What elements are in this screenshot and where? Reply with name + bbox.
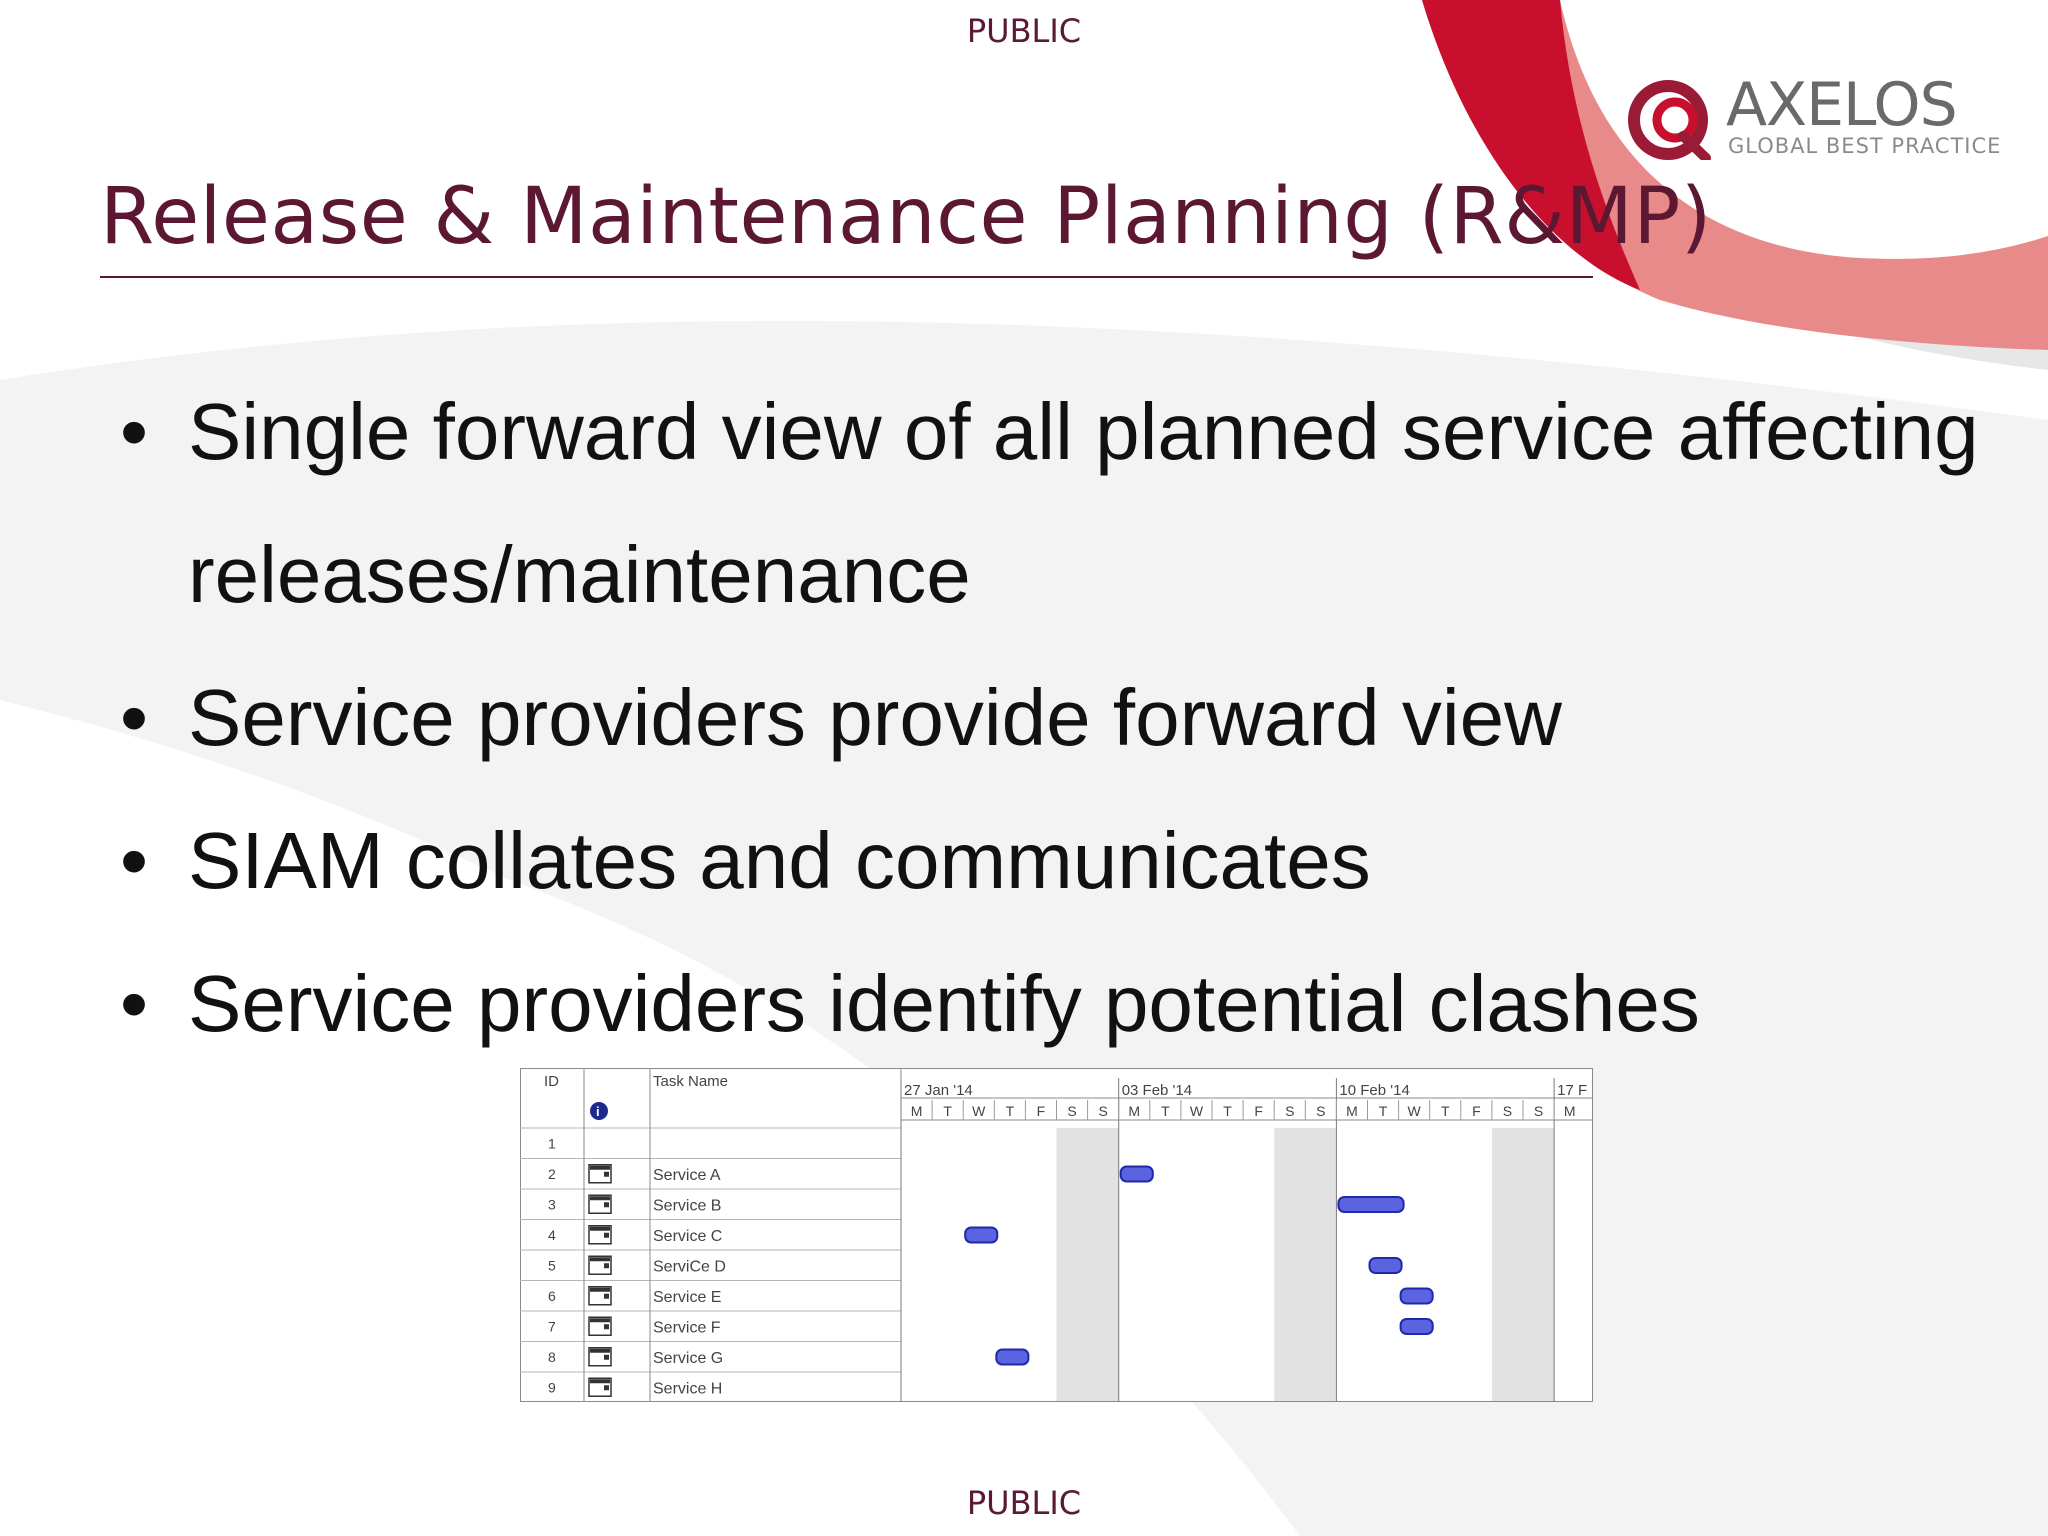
gantt-task-name: Service H bbox=[653, 1380, 722, 1397]
gantt-weekend-shade bbox=[1087, 1128, 1119, 1401]
gantt-bar bbox=[1399, 1287, 1434, 1305]
gantt-day-label: F bbox=[1037, 1103, 1046, 1119]
calendar-icon-header bbox=[590, 1196, 610, 1201]
gantt-week-label: 10 Feb '14 bbox=[1339, 1082, 1409, 1099]
bullet-item: SIAM collates and communicates bbox=[120, 789, 2000, 932]
info-icon-glyph: i bbox=[596, 1104, 600, 1119]
calendar-icon-mark bbox=[604, 1232, 609, 1238]
gantt-bar bbox=[995, 1348, 1030, 1366]
gantt-day-label: S bbox=[1067, 1103, 1076, 1119]
gantt-weekend-shade bbox=[1305, 1128, 1337, 1401]
gantt-weekend-shade bbox=[1523, 1128, 1555, 1401]
bullet-item: Service providers provide forward view bbox=[120, 646, 2000, 789]
gantt-task-name: Service B bbox=[653, 1197, 721, 1214]
calendar-icon-header bbox=[590, 1379, 610, 1384]
gantt-day-label: M bbox=[1128, 1103, 1140, 1119]
gantt-day-label: S bbox=[1285, 1103, 1294, 1119]
calendar-icon-header bbox=[590, 1165, 610, 1170]
gantt-task-name: Service A bbox=[653, 1167, 721, 1184]
gantt-day-label: M bbox=[911, 1103, 923, 1119]
calendar-icon-mark bbox=[604, 1171, 609, 1177]
gantt-day-label: F bbox=[1254, 1103, 1263, 1119]
gantt-week-label: 27 Jan '14 bbox=[904, 1082, 973, 1099]
classification-label-bottom: PUBLIC bbox=[966, 1484, 1082, 1522]
gantt-bar bbox=[1337, 1196, 1405, 1213]
logo-tagline: GLOBAL BEST PRACTICE bbox=[1728, 134, 2002, 158]
gantt-task-name: Service E bbox=[653, 1289, 721, 1306]
gantt-weekend-shade bbox=[1491, 1128, 1523, 1401]
gantt-row-id: 8 bbox=[548, 1349, 556, 1365]
bullet-item: Service providers identify potential cla… bbox=[120, 932, 2000, 1075]
gantt-bar bbox=[1399, 1318, 1434, 1335]
gantt-bar bbox=[1119, 1165, 1154, 1183]
gantt-day-label: S bbox=[1098, 1103, 1107, 1119]
gantt-task-name: ServiCe D bbox=[653, 1258, 726, 1275]
calendar-icon-mark bbox=[604, 1263, 609, 1269]
gantt-row-id: 3 bbox=[548, 1196, 556, 1212]
gantt-day-label: W bbox=[1408, 1103, 1422, 1119]
gantt-row-id: 2 bbox=[548, 1166, 556, 1182]
gantt-day-label: S bbox=[1534, 1103, 1543, 1119]
gantt-row-id: 9 bbox=[548, 1379, 556, 1395]
gantt-day-label: T bbox=[1379, 1103, 1388, 1119]
gantt-task-name: Service F bbox=[653, 1319, 721, 1336]
axelos-logo-mark-icon bbox=[1628, 80, 1711, 160]
gantt-day-label: M bbox=[1564, 1103, 1576, 1119]
calendar-icon-header bbox=[590, 1287, 610, 1292]
gantt-day-label: W bbox=[972, 1103, 986, 1119]
bullet-item: Single forward view of all planned servi… bbox=[120, 360, 2000, 646]
classification-label-top: PUBLIC bbox=[966, 12, 1082, 50]
gantt-weekend-shade bbox=[1274, 1128, 1306, 1401]
gantt-day-label: M bbox=[1346, 1103, 1358, 1119]
gantt-row-id: 4 bbox=[548, 1227, 556, 1243]
calendar-icon-mark bbox=[604, 1202, 609, 1208]
bullet-list: Single forward view of all planned servi… bbox=[120, 360, 2000, 1075]
calendar-icon-mark bbox=[604, 1354, 609, 1360]
gantt-weekend-shade bbox=[1056, 1128, 1088, 1401]
gantt-chart: ID Task Name i 27 Jan '14 03 Feb '14 10 Feb '… bbox=[520, 1068, 1593, 1402]
gantt-header-task: Task Name bbox=[653, 1073, 728, 1090]
slide-title: Release & Maintenance Planning (R&MP) bbox=[100, 172, 1712, 262]
axelos-logo: AXELOS GLOBAL BEST PRACTICE bbox=[1628, 70, 2000, 162]
calendar-icon-mark bbox=[604, 1293, 609, 1299]
gantt-row-id: 6 bbox=[548, 1288, 556, 1304]
gantt-row-id: 1 bbox=[548, 1135, 556, 1151]
calendar-icon-header bbox=[590, 1257, 610, 1262]
gantt-row-id: 7 bbox=[548, 1318, 556, 1334]
gantt-week-label: 17 F bbox=[1557, 1082, 1587, 1099]
info-icon bbox=[590, 1102, 608, 1120]
gantt-day-label: S bbox=[1503, 1103, 1512, 1119]
calendar-icon-header bbox=[590, 1348, 610, 1353]
gantt-bar bbox=[1368, 1257, 1403, 1274]
gantt-row-id: 5 bbox=[548, 1257, 556, 1273]
calendar-icon-header bbox=[590, 1318, 610, 1323]
gantt-week-label: 03 Feb '14 bbox=[1122, 1082, 1192, 1099]
gantt-day-label: T bbox=[1441, 1103, 1450, 1119]
title-divider bbox=[100, 276, 1593, 278]
gantt-day-label: S bbox=[1316, 1103, 1325, 1119]
calendar-icon-mark bbox=[604, 1324, 609, 1330]
gantt-day-label: T bbox=[1223, 1103, 1232, 1119]
calendar-icon-header bbox=[590, 1226, 610, 1231]
gantt-header-id: ID bbox=[544, 1073, 559, 1090]
gantt-task-name: Service G bbox=[653, 1350, 723, 1367]
gantt-day-label: T bbox=[1161, 1103, 1170, 1119]
gantt-day-label: F bbox=[1472, 1103, 1481, 1119]
logo-wordmark: AXELOS bbox=[1726, 70, 1958, 140]
gantt-bar bbox=[964, 1226, 999, 1244]
gantt-day-label: T bbox=[943, 1103, 952, 1119]
gantt-task-name: Service C bbox=[653, 1228, 722, 1245]
gantt-day-label: W bbox=[1190, 1103, 1204, 1119]
gantt-day-label: T bbox=[1006, 1103, 1015, 1119]
calendar-icon-mark bbox=[604, 1385, 609, 1391]
